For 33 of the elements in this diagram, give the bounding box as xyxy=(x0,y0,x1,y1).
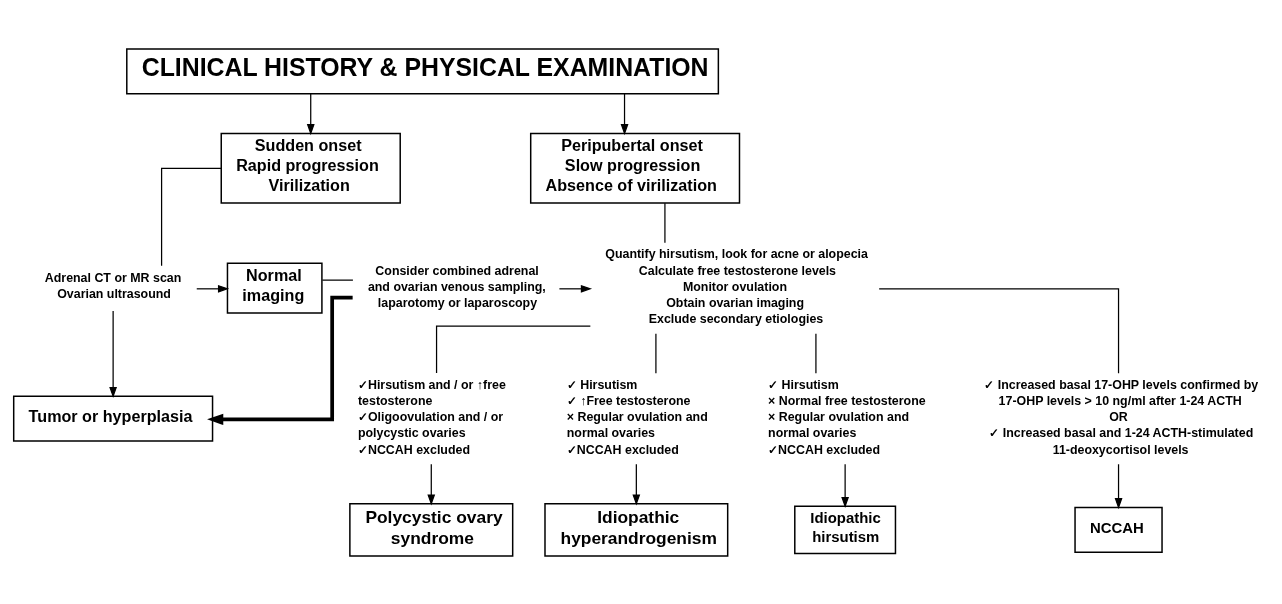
connector xyxy=(815,332,817,374)
node-box: Sudden onset Rapid progression Virilization xyxy=(220,132,401,204)
connector xyxy=(160,167,222,266)
node-box: Idiopathic hirsutism xyxy=(794,505,897,554)
arrow xyxy=(1114,463,1123,509)
node-box: Idiopathic hyperandrogenism xyxy=(544,502,729,557)
node-text: ✓ Increased basal 17-OHP levels confirmed by 17-OHP levels > 10 ng/ml after 1-24 ACTH OR ✓ Increased basal and 1-24 ACTH-stimulated 11-deoxycortisol levels xyxy=(984,377,1259,456)
node-box: Tumor or hyperplasia xyxy=(12,395,214,442)
arrow xyxy=(841,463,850,508)
arrow xyxy=(620,92,629,135)
connector xyxy=(655,332,657,374)
node-box: NCCAH xyxy=(1074,506,1163,553)
node-text: Quantify hirsutism, look for acne or alopecia Calculate free testosterone levels Monitor ovulation Obtain ovarian imaging Exclude secondary etiologies xyxy=(605,246,868,326)
connector xyxy=(878,287,1120,374)
node-box: Polycystic ovary syndrome xyxy=(349,502,514,557)
node-text: Adrenal CT or MR scan Ovarian ultrasound xyxy=(44,270,182,301)
connector xyxy=(664,202,666,243)
arrow xyxy=(558,284,593,293)
node-box: CLINICAL HISTORY & PHYSICAL EXAMINATION xyxy=(126,47,720,94)
node-text: ✓ Hirsutism × Normal free testosterone × Regular ovulation and normal ovaries ✓NCCAH excluded xyxy=(768,377,926,456)
connector xyxy=(435,325,591,374)
arrow xyxy=(427,463,436,506)
node-text: ✓ Hirsutism ✓ ↑Free testosterone × Regular ovulation and normal ovaries ✓NCCAH excluded xyxy=(566,377,708,456)
connector xyxy=(321,279,354,281)
node-text: Consider combined adrenal and ovarian venous sampling, laparotomy or laparoscopy xyxy=(367,263,546,310)
node-box: Normal imaging xyxy=(226,262,323,314)
node-text: ✓Hirsutism and / or ↑free testosterone ✓Oligoovulation and / or polycystic ovaries ✓NCCAH excluded xyxy=(357,377,506,456)
arrow xyxy=(207,295,353,425)
arrow xyxy=(196,284,230,293)
arrow xyxy=(306,92,315,135)
arrow xyxy=(109,309,118,398)
arrow xyxy=(632,463,641,506)
node-box: Peripubertal onset Slow progression Absence of virilization xyxy=(529,132,741,204)
